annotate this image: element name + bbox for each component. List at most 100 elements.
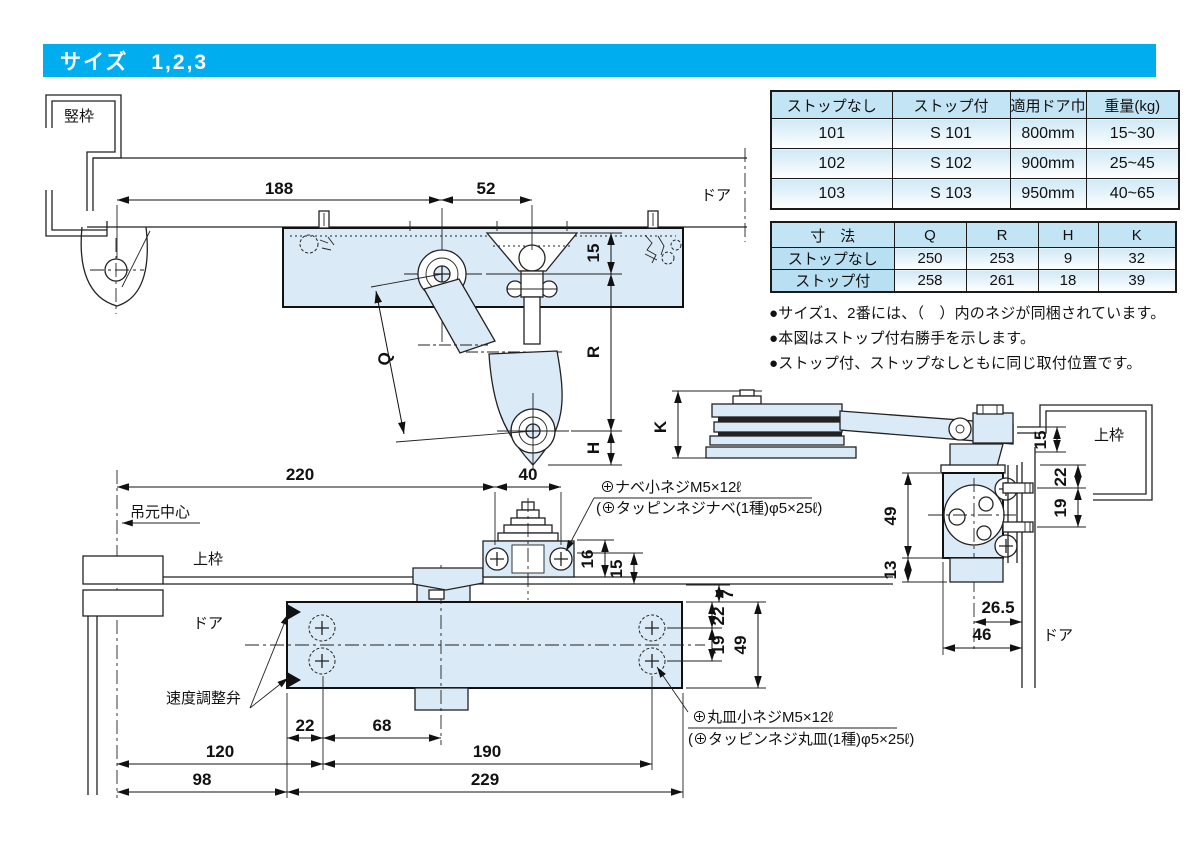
dim-22-side: 22 [1051,468,1070,487]
dim-cell: 18 [1037,269,1099,293]
flat-screw-note: ⊕丸皿小ネジM5×12ℓ (⊕タッピンネジ丸皿(1種)φ5×25ℓ) [656,666,914,748]
mounting-peg [647,210,659,229]
dim-26-5: 26.5 [981,598,1014,617]
folded-arm: K [651,389,857,459]
spec-cell: S 103 [891,178,1011,210]
spec-cell: 25~45 [1085,148,1180,179]
spec-cell: S 102 [891,148,1011,179]
dim-188: 188 [265,179,293,198]
spec-row: 102 S 102 900mm 25~45 [770,148,1180,179]
dim-K: K [651,420,670,433]
spec-cell: 40~65 [1085,178,1180,210]
side-view-dimensions: 15 22 19 49 13 26.5 46 [881,426,1086,655]
mounting-peg [318,210,330,229]
closer-body-bottom [245,565,705,745]
dim-cell: 253 [965,247,1039,270]
spec-cell: 101 [770,118,893,149]
mounting-plate [412,498,575,600]
top-view: 竪枠 ドア [45,94,747,469]
dim-98: 98 [193,770,212,789]
spec-cell: 103 [770,178,893,210]
dim-header: R [965,221,1039,248]
dim-19-side: 19 [1051,499,1070,518]
dim-cell: 9 [1037,247,1099,270]
screw-hole [638,614,666,642]
dim-cell: 250 [893,247,967,270]
spec-cell: 102 [770,148,893,179]
title-bar: サイズ 1,2,3 [43,44,1156,77]
dim-header: Q [893,221,967,248]
frame-and-door-left: 上枠 ドア [82,551,893,795]
spec-table: ストップなし ストップ付 適用ドア巾 重量(kg) 101 S 101 800m… [770,90,1181,210]
dim-19-right: 19 [709,636,728,655]
dim-40: 40 [519,465,538,484]
spec-header: ストップなし [770,90,893,119]
note-line: ●ストップ付、ストップなしともに同じ取付位置です。 [769,355,1142,372]
dim-13: 13 [881,561,900,580]
spec-header: ストップ付 [891,90,1011,119]
dim-49-side: 49 [881,507,900,526]
main-arm-side [839,404,1014,474]
page-title: サイズ 1,2,3 [60,50,209,74]
top-frame-profile-side: 上枠 [1017,404,1153,501]
spec-row: 101 S 101 800mm 15~30 [770,118,1180,149]
spec-cell: 15~30 [1085,118,1180,149]
door-label-mid: ドア [193,615,223,632]
uwawaku-label-mid: 上枠 [193,551,223,568]
hinge-center-label: 吊元中心 [130,504,190,521]
note-line: ●サイズ1、2番には、（ ）内のネジが同梱されています。 [769,305,1166,322]
dim-row: ストップ付 258 261 18 39 [770,269,1177,293]
mounted-view-dimensions: 220 40 16 15 7 22 19 49 22 [117,465,766,798]
speed-valve-label: 速度調整弁 [166,690,241,707]
spec-header: 重量(kg) [1085,90,1180,119]
flat-screw-line1: ⊕丸皿小ネジM5×12ℓ [692,709,833,726]
stop-bracket [409,205,579,345]
vertical-frame-profile: 竪枠 [45,94,122,237]
side-view: K [651,389,1153,688]
dim-15-mid: 15 [607,560,626,579]
closer-body-top [282,227,684,308]
dim-row-label: ストップなし [770,247,895,270]
mounted-view: 吊元中心 上枠 ドア [82,465,914,798]
dim-Q: Q [374,350,395,367]
dim-190: 190 [473,742,501,761]
dimension-table: 寸 法 Q R H K ストップなし 250 253 9 32 ストップ付 25… [770,221,1177,293]
speed-valve-callout: 速度調整弁 [166,613,289,709]
pan-screw-line2: (⊕タッピンネジナベ(1種)φ5×25ℓ) [596,500,822,517]
spec-row: 103 S 103 950mm 40~65 [770,178,1180,210]
valve-arrow [287,604,301,620]
dim-68: 68 [373,716,392,735]
closer-arm [395,278,569,469]
pan-screw-line1: ⊕ナベ小ネジM5×12ℓ [600,479,741,496]
surface-mark-left [299,234,335,254]
dim-header: H [1037,221,1099,248]
dim-229: 229 [471,770,499,789]
screw-hole [308,647,336,675]
door-section-side: ドア [1002,447,1073,688]
spec-cell: 900mm [1009,148,1087,179]
spec-cell: S 101 [891,118,1011,149]
dim-cell: 258 [893,269,967,293]
dim-7: 7 [718,589,737,598]
hinge-bracket [80,226,151,314]
hinge-center-callout: 吊元中心 [122,504,200,527]
dim-row: ストップなし 250 253 9 32 [770,247,1177,270]
door-label-side: ドア [1043,627,1073,644]
note-line: ●本図はストップ付右勝手を示します。 [769,330,1036,347]
surface-mark-right [644,234,682,265]
dim-R: R [584,346,603,358]
top-view-dimensions: 188 52 15 R H Q [116,179,622,466]
dim-15-top: 15 [584,244,603,263]
spec-cell: 800mm [1009,118,1087,149]
valve-arrow [287,672,301,688]
dim-header: 寸 法 [770,221,895,248]
spec-cell: 950mm [1009,178,1087,210]
dim-49-right: 49 [731,636,750,655]
dim-46: 46 [973,625,992,644]
dim-cell: 261 [965,269,1039,293]
door-label-top: ドア [701,187,731,204]
spec-header: 適用ドア巾 [1009,90,1087,119]
dim-cell: 32 [1097,247,1177,270]
